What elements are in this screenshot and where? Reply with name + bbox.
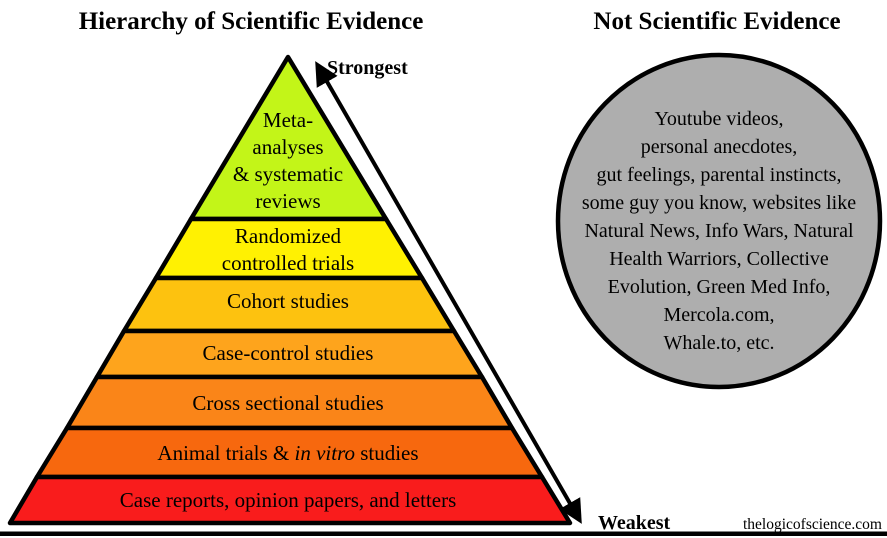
left-title: Hierarchy of Scientific Evidence: [79, 8, 424, 35]
site-credit: thelogicofscience.com: [743, 516, 882, 533]
pyramid-level-6-label-prefix: Animal trials &: [157, 441, 294, 465]
strength-arrow: [315, 61, 582, 524]
pyramid-level-1-label-line-4: reviews: [255, 189, 320, 213]
pyramid-level-3-label: Cohort studies: [227, 289, 349, 313]
not-scientific-circle: [555, 52, 883, 390]
circle-text-line-3: gut feelings, parental instincts,: [597, 164, 842, 186]
circle-text-line-6: Health Warriors, Collective: [609, 248, 829, 270]
circle-text-line-4: some guy you know, websites like: [582, 192, 856, 214]
right-title: Not Scientific Evidence: [593, 8, 840, 35]
pyramid-level-6-label-italic: in vitro: [295, 441, 355, 465]
circle-text-line-1: Youtube videos,: [654, 108, 783, 130]
pyramid-level-1-label-line-2: analyses: [252, 135, 323, 159]
weakest-label: Weakest: [598, 512, 671, 534]
pyramid-level-2-label-line-1: Randomized: [235, 224, 342, 248]
pyramid-level-5-label: Cross sectional studies: [192, 391, 383, 415]
circle-text-line-2: personal anecdotes,: [641, 136, 798, 158]
pyramid-level-1-label-line-3: & systematic: [233, 162, 343, 186]
circle-text-line-9: Whale.to, etc.: [663, 332, 774, 354]
pyramid-level-2-label-line-2: controlled trials: [222, 251, 354, 275]
pyramid-level-1-label-line-1: Meta-: [263, 108, 313, 132]
pyramid-level-6-label-suffix: studies: [355, 441, 419, 465]
strongest-label: Strongest: [327, 57, 408, 79]
circle-text-line-7: Evolution, Green Med Info,: [608, 276, 831, 298]
baseline-rule: [0, 531, 887, 536]
pyramid-level-6-label: Animal trials & in vitro studies: [157, 441, 418, 465]
circle-text-line-8: Mercola.com,: [663, 304, 774, 326]
circle-text-line-5: Natural News, Info Wars, Natural: [584, 220, 853, 242]
pyramid-level-4-label: Case-control studies: [203, 341, 374, 365]
pyramid-level-7-label: Case reports, opinion papers, and letter…: [120, 488, 457, 512]
